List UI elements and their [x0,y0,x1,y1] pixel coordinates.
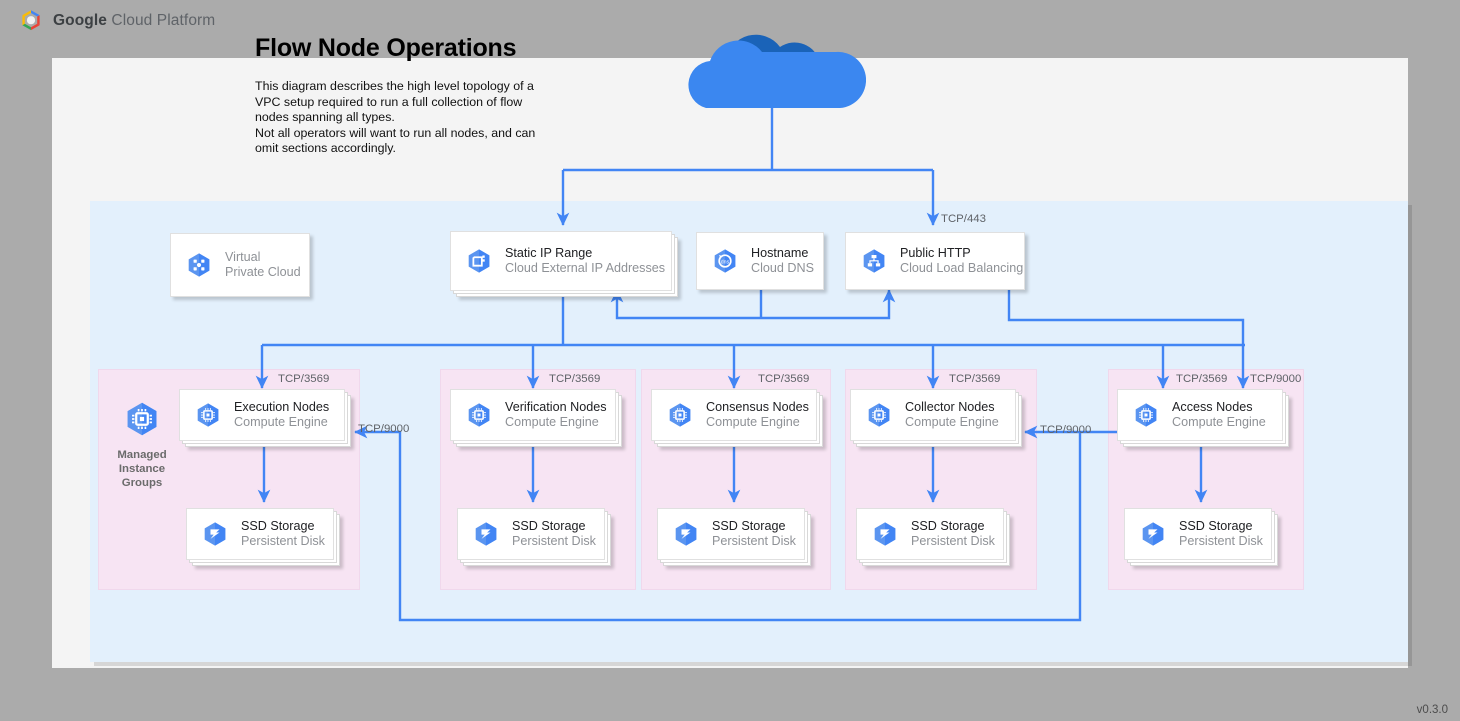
node-labels: Public HTTP Cloud Load Balancing [900,246,1023,277]
node-consensus-nodes[interactable]: Consensus Nodes Compute Engine [651,389,817,441]
node-card[interactable]: Consensus Nodes Compute Engine [651,389,817,441]
node-card[interactable]: SSD Storage Persistent Disk [1124,508,1272,560]
node-verification-nodes[interactable]: Verification Nodes Compute Engine [450,389,616,441]
persistent-disk-icon [870,519,900,549]
compute-engine-icon [864,400,894,430]
edge-label-tcp3569-access: TCP/3569 [1176,373,1227,385]
node-labels: SSD Storage Persistent Disk [712,519,796,550]
node-card[interactable]: Collector Nodes Compute Engine [850,389,1016,441]
node-execution-nodes[interactable]: Execution Nodes Compute Engine [179,389,345,441]
node-card[interactable]: SSD Storage Persistent Disk [657,508,805,560]
node-ssd-storage-consensus[interactable]: SSD Storage Persistent Disk [657,508,805,560]
node-card[interactable]: SSD Storage Persistent Disk [186,508,334,560]
node-card[interactable]: Access Nodes Compute Engine [1117,389,1283,441]
cloud-load-balancing-icon [859,246,889,276]
node-ssd-storage-access[interactable]: SSD Storage Persistent Disk [1124,508,1272,560]
static-ip-range-icon [464,246,494,276]
node-title: Virtual [225,250,301,265]
node-subtitle: Cloud Load Balancing [900,261,1023,276]
node-labels: Collector Nodes Compute Engine [905,400,999,431]
node-labels: Access Nodes Compute Engine [1172,400,1266,431]
node-title: Access Nodes [1172,400,1266,415]
persistent-disk-icon [200,519,230,549]
node-ssd-storage-verification[interactable]: SSD Storage Persistent Disk [457,508,605,560]
node-card[interactable]: Verification Nodes Compute Engine [450,389,616,441]
node-card[interactable]: SSD Storage Persistent Disk [856,508,1004,560]
node-card[interactable]: SSD Storage Persistent Disk [457,508,605,560]
node-labels: SSD Storage Persistent Disk [911,519,995,550]
svg-text:dns: dns [721,259,730,265]
node-subtitle: Private Cloud [225,265,301,280]
node-ssd-storage-collector[interactable]: SSD Storage Persistent Disk [856,508,1004,560]
edge-label-tcp3569-verification: TCP/3569 [549,373,600,385]
node-card[interactable]: Execution Nodes Compute Engine [179,389,345,441]
node-title: Consensus Nodes [706,400,809,415]
node-labels: SSD Storage Persistent Disk [241,519,325,550]
internet-cloud-icon [680,20,866,110]
node-subtitle: Cloud DNS [751,261,814,276]
node-subtitle: Persistent Disk [1179,534,1263,549]
node-card[interactable]: Static IP Range Cloud External IP Addres… [450,231,672,291]
node-ssd-storage-execution[interactable]: SSD Storage Persistent Disk [186,508,334,560]
node-title: Hostname [751,246,814,261]
node-card[interactable]: Virtual Private Cloud [170,233,310,297]
persistent-disk-icon [671,519,701,549]
node-collector-nodes[interactable]: Collector Nodes Compute Engine [850,389,1016,441]
node-title: Collector Nodes [905,400,999,415]
node-subtitle: Cloud External IP Addresses [505,261,665,276]
node-title: SSD Storage [911,519,995,534]
node-subtitle: Compute Engine [505,415,607,430]
node-labels: Static IP Range Cloud External IP Addres… [505,246,665,277]
node-title: Verification Nodes [505,400,607,415]
node-subtitle: Persistent Disk [241,534,325,549]
node-subtitle: Persistent Disk [911,534,995,549]
edge-label-tcp3569-collector: TCP/3569 [949,373,1000,385]
cloud-dns-icon: dns [710,246,740,276]
node-subtitle: Compute Engine [234,415,329,430]
virtual-private-cloud-icon [184,250,214,280]
node-access-nodes[interactable]: Access Nodes Compute Engine [1117,389,1283,441]
node-title: Public HTTP [900,246,1023,261]
edge-label-tcp9000-collector: TCP/9000 [1040,424,1091,436]
node-subtitle: Compute Engine [905,415,999,430]
node-title: SSD Storage [1179,519,1263,534]
node-hostname-cloud-dns[interactable]: dns Hostname Cloud DNS [696,232,824,290]
node-title: SSD Storage [241,519,325,534]
node-labels: SSD Storage Persistent Disk [512,519,596,550]
version-label: v0.3.0 [1417,704,1448,716]
persistent-disk-icon [1138,519,1168,549]
compute-engine-icon [193,400,223,430]
node-title: SSD Storage [712,519,796,534]
node-title: Execution Nodes [234,400,329,415]
edge-label-tcp9000-execution: TCP/9000 [358,423,409,435]
compute-engine-icon [1131,400,1161,430]
compute-engine-icon [665,400,695,430]
edge-label-tcp3569-execution: TCP/3569 [278,373,329,385]
node-labels: Hostname Cloud DNS [751,246,814,277]
node-card[interactable]: Public HTTP Cloud Load Balancing [845,232,1025,290]
node-subtitle: Persistent Disk [512,534,596,549]
node-labels: Execution Nodes Compute Engine [234,400,329,431]
edge-label-tcp3569-consensus: TCP/3569 [758,373,809,385]
node-card[interactable]: dns Hostname Cloud DNS [696,232,824,290]
compute-engine-icon [464,400,494,430]
node-subtitle: Persistent Disk [712,534,796,549]
node-static-ip-range[interactable]: Static IP Range Cloud External IP Addres… [450,231,672,291]
persistent-disk-icon [471,519,501,549]
managed-instance-groups-icon [121,398,163,440]
node-labels: Verification Nodes Compute Engine [505,400,607,431]
node-title: SSD Storage [512,519,596,534]
node-virtual-private-cloud[interactable]: Virtual Private Cloud [170,233,310,297]
node-labels: SSD Storage Persistent Disk [1179,519,1263,550]
node-public-http-load-balancing[interactable]: Public HTTP Cloud Load Balancing [845,232,1025,290]
node-labels: Consensus Nodes Compute Engine [706,400,809,431]
edge-label-tcp443: TCP/443 [941,213,986,225]
node-subtitle: Compute Engine [1172,415,1266,430]
edge-label-tcp9000-access: TCP/9000 [1250,373,1301,385]
node-labels: Virtual Private Cloud [225,250,301,281]
node-title: Static IP Range [505,246,665,261]
node-subtitle: Compute Engine [706,415,809,430]
group-caption-managed-instance-groups: Managed Instance Groups [99,448,185,490]
